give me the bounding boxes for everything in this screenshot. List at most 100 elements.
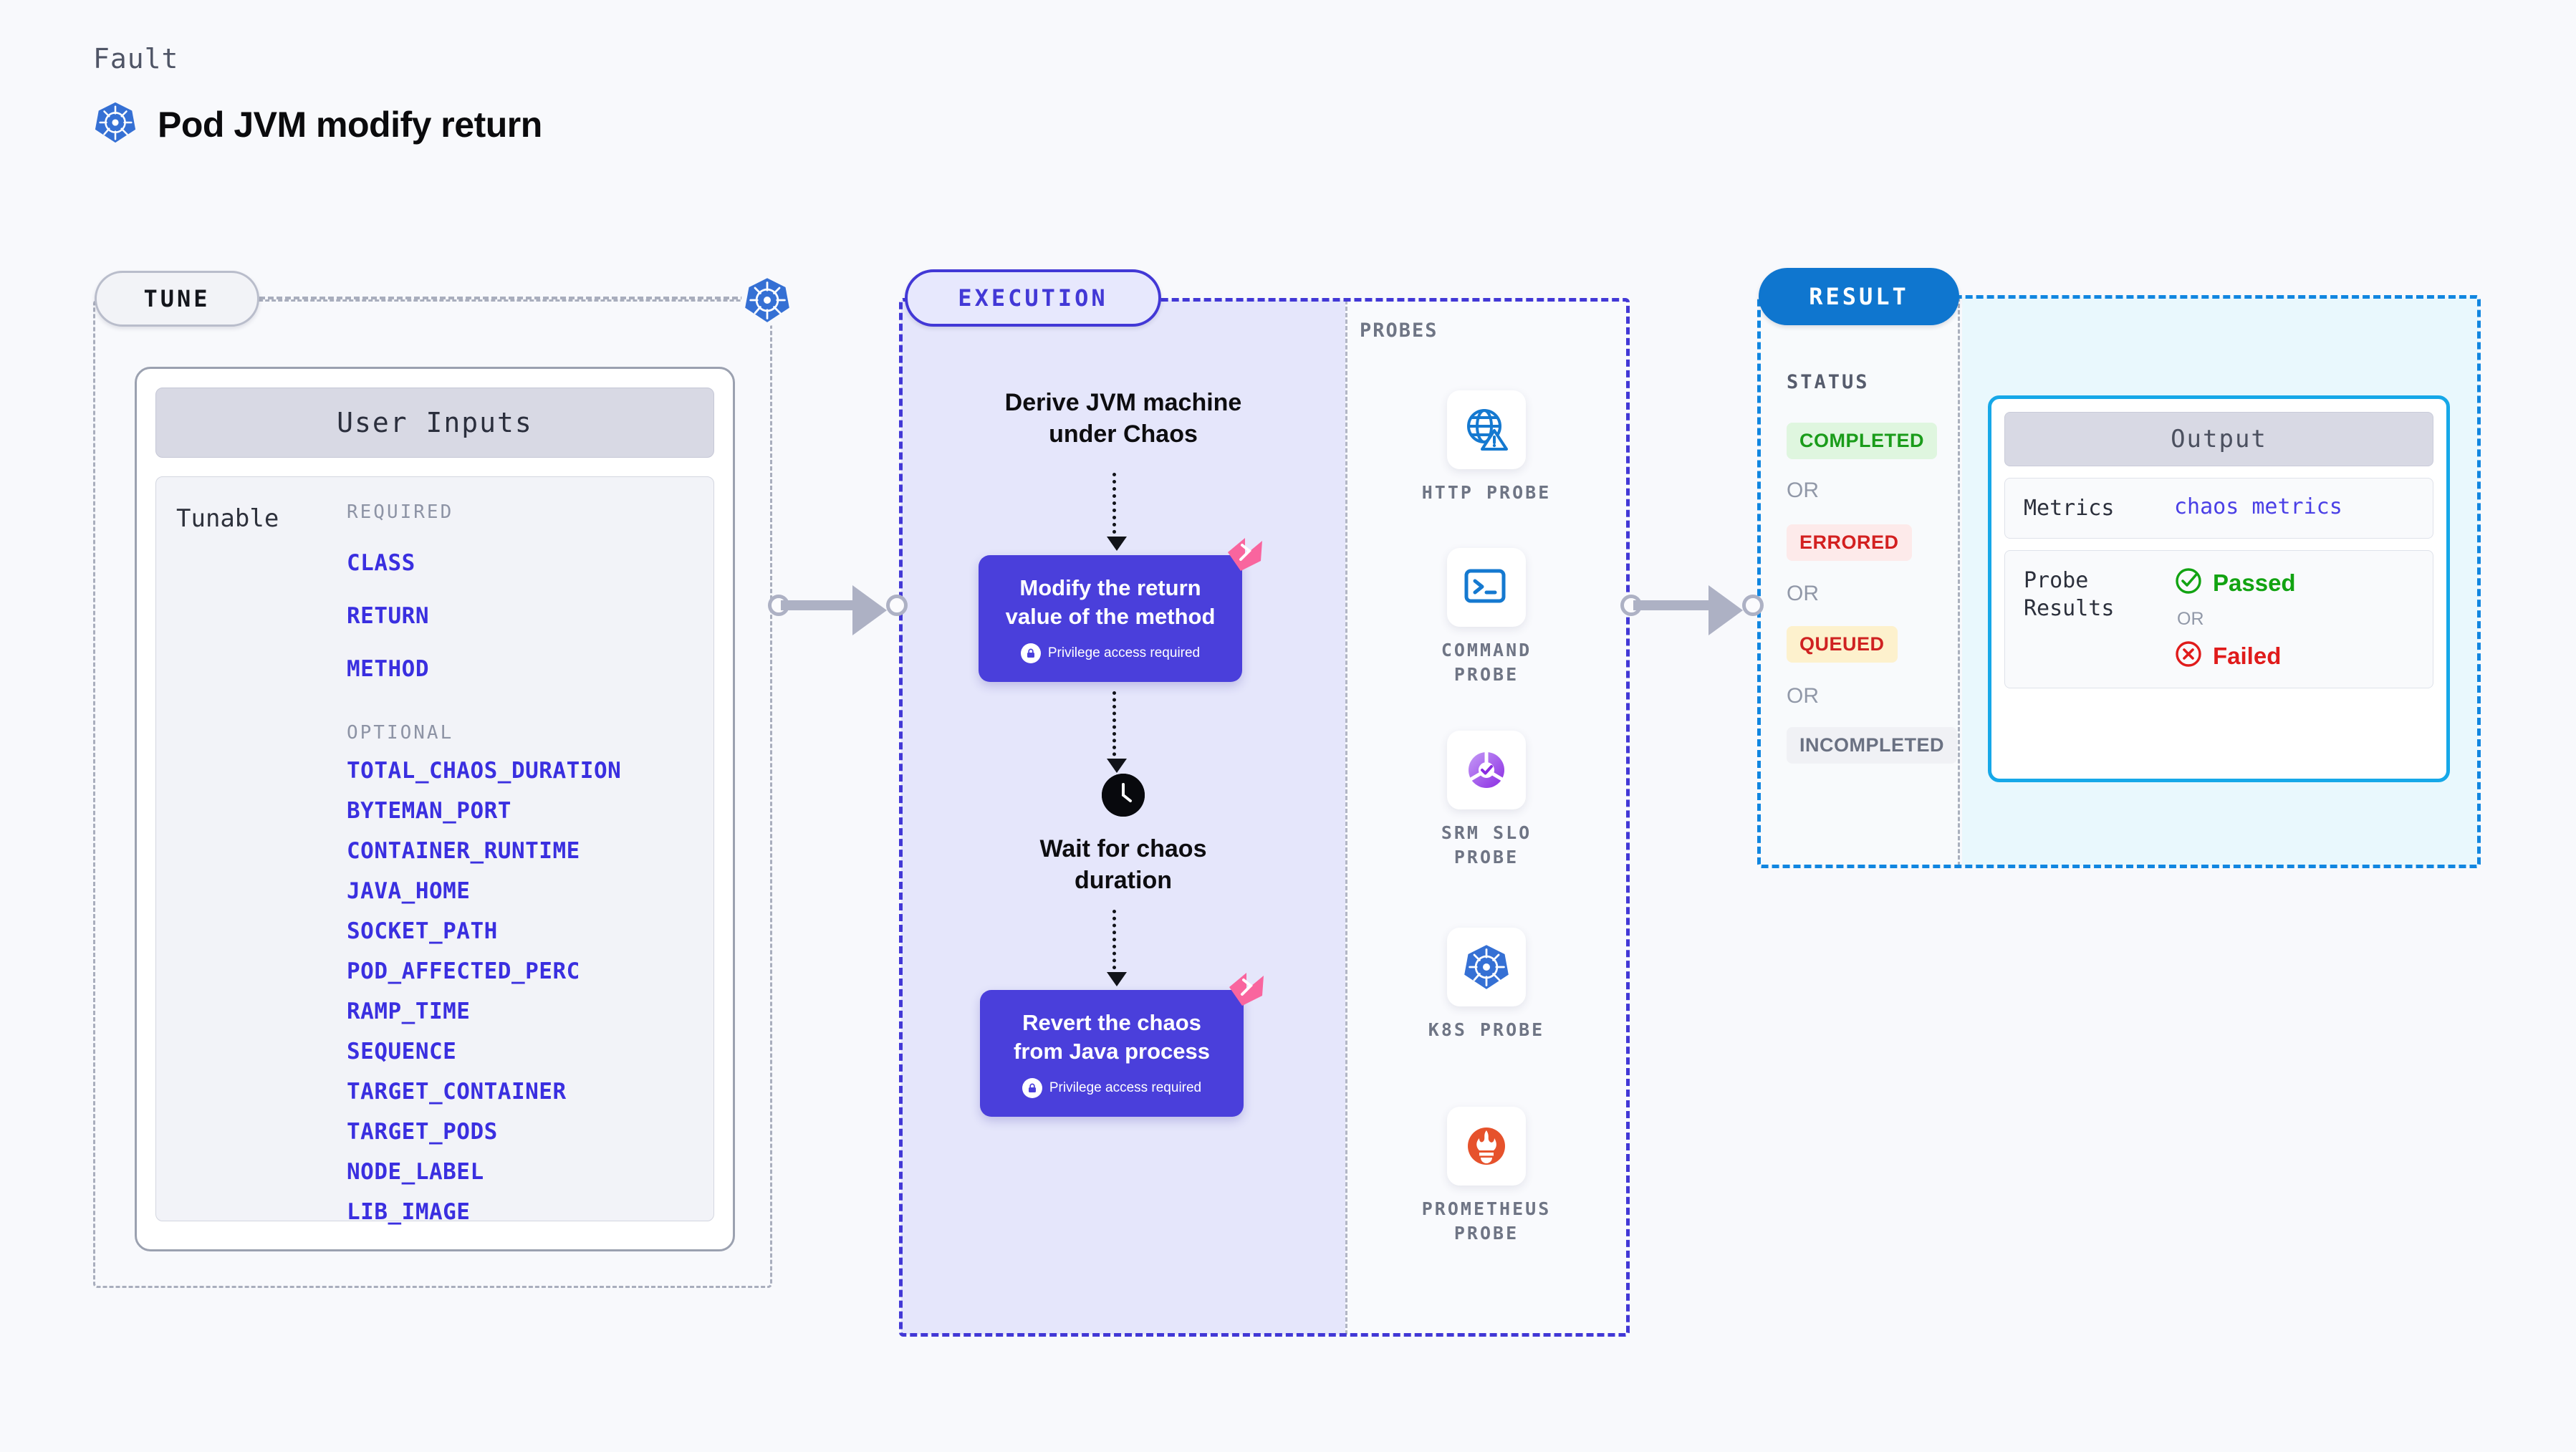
globe-warning-icon: [1447, 390, 1526, 469]
user-inputs-card: User Inputs Tunable REQUIRED CLASS RETUR…: [135, 367, 735, 1251]
probe-result-failed: Failed: [2174, 640, 2296, 672]
connector-execution-to-result: [1620, 580, 1764, 635]
result-panel: [1757, 295, 2481, 868]
probe-k8s[interactable]: K8S PROBE: [1345, 928, 1628, 1042]
status-or-3: OR: [1787, 684, 1819, 708]
probe-result-passed-label: Passed: [2213, 569, 2296, 596]
execution-card-modify-return[interactable]: Modify the return value of the method Pr…: [979, 538, 1262, 683]
probe-result-or: OR: [2177, 609, 2204, 629]
execution-card2-title: Revert the chaos from Java process: [1014, 1010, 1210, 1064]
output-metrics-value[interactable]: chaos metrics: [2174, 494, 2342, 519]
ribbon-flag-icon: [1224, 537, 1264, 577]
probe-result-passed: Passed: [2174, 567, 2296, 599]
param-byteman-port[interactable]: BYTEMAN_PORT: [347, 798, 511, 824]
param-ramp-time[interactable]: RAMP_TIME: [347, 999, 471, 1024]
status-or-1: OR: [1787, 479, 1819, 502]
probe-prometheus-label: PROMETHEUS PROBE: [1421, 1198, 1552, 1244]
probes-label: PROBES: [1360, 319, 1438, 342]
output-metrics-key: Metrics: [2024, 496, 2115, 521]
probe-command-label: COMMAND PROBE: [1441, 640, 1532, 685]
tunable-section: Tunable REQUIRED CLASS RETURN METHOD OPT…: [155, 476, 714, 1225]
output-probe-results-values: Passed OR Failed: [2174, 567, 2296, 672]
check-circle-icon: [2174, 567, 2203, 599]
arrow-wait-to-revert: [1107, 910, 1127, 986]
arrow-modify-to-wait: [1107, 691, 1127, 773]
probe-prometheus[interactable]: PROMETHEUS PROBE: [1345, 1107, 1628, 1246]
privilege-note-2: Privilege access required: [1022, 1078, 1202, 1099]
slo-donut-check-icon: [1447, 731, 1526, 809]
x-circle-icon: [2174, 640, 2203, 672]
param-lib-image[interactable]: LIB_IMAGE: [347, 1199, 471, 1225]
fault-kind-label: Fault: [93, 43, 179, 74]
kubernetes-icon: [1447, 928, 1526, 1006]
result-pill-label: RESULT: [1759, 268, 1959, 325]
tune-panel: [93, 299, 772, 1288]
page-title: Pod JVM modify return: [158, 104, 542, 145]
kubernetes-icon: [741, 274, 793, 326]
param-class[interactable]: CLASS: [347, 550, 415, 576]
probe-http[interactable]: HTTP PROBE: [1345, 390, 1628, 505]
output-header-label: Output: [2171, 425, 2267, 453]
output-metrics-row: Metrics chaos metrics: [2004, 478, 2433, 539]
output-card: Output Metrics chaos metrics Probe Resul…: [1988, 395, 2450, 782]
probe-srm-slo[interactable]: SRM SLO PROBE: [1345, 731, 1628, 870]
probe-command[interactable]: COMMAND PROBE: [1345, 548, 1628, 687]
execution-pill-label: EXECUTION: [905, 269, 1161, 327]
connector-tune-to-execution: [768, 580, 908, 635]
lock-icon: [1020, 643, 1041, 664]
result-status-column: [1759, 297, 1960, 866]
output-header: Output: [2004, 412, 2433, 466]
user-inputs-header-label: User Inputs: [337, 407, 533, 438]
tune-dashed-connector: [259, 297, 746, 299]
tunable-row-label: Tunable: [176, 504, 279, 533]
fault-title-row: Pod JVM modify return: [93, 100, 542, 148]
param-target-pods[interactable]: TARGET_PODS: [347, 1119, 498, 1145]
param-method[interactable]: METHOD: [347, 656, 429, 682]
execution-card-revert-chaos[interactable]: Revert the chaos from Java process Privi…: [980, 973, 1264, 1117]
required-group-heading: REQUIRED: [347, 501, 454, 523]
status-badge-completed: COMPLETED: [1787, 423, 1938, 459]
kubernetes-icon: [93, 100, 138, 148]
status-badge-queued: QUEUED: [1787, 626, 1898, 663]
execution-step-derive-jvm: Derive JVM machine under Chaos: [1004, 389, 1242, 448]
tunable-param-list: REQUIRED CLASS RETURN METHOD OPTIONAL TO…: [342, 501, 706, 1225]
status-label: STATUS: [1787, 371, 1870, 393]
param-java-home[interactable]: JAVA_HOME: [347, 878, 471, 904]
lock-icon: [1022, 1078, 1042, 1099]
tune-pill-label: TUNE: [95, 271, 259, 327]
probe-k8s-label: K8S PROBE: [1428, 1019, 1545, 1040]
param-total-chaos-duration[interactable]: TOTAL_CHAOS_DURATION: [347, 758, 622, 784]
privilege-note-2-text: Privilege access required: [1049, 1080, 1202, 1096]
execution-background: [901, 300, 1345, 1335]
param-sequence[interactable]: SEQUENCE: [347, 1039, 457, 1064]
probe-srm-slo-label: SRM SLO PROBE: [1441, 822, 1532, 867]
output-probe-results-row: Probe Results Passed OR: [2004, 550, 2433, 688]
status-or-2: OR: [1787, 582, 1819, 605]
param-target-container[interactable]: TARGET_CONTAINER: [347, 1079, 567, 1105]
param-pod-affected-perc[interactable]: POD_AFFECTED_PERC: [347, 958, 580, 984]
execution-panel: [899, 298, 1630, 1337]
status-badge-incompleted: INCOMPLETED: [1787, 727, 1958, 764]
ribbon-flag-icon: [1225, 971, 1265, 1012]
optional-param-list: TOTAL_CHAOS_DURATION BYTEMAN_PORT CONTAI…: [347, 758, 706, 1225]
terminal-icon: [1447, 548, 1526, 627]
probe-result-failed-label: Failed: [2213, 642, 2282, 669]
param-return[interactable]: RETURN: [347, 603, 429, 629]
required-param-list: CLASS RETURN METHOD: [347, 550, 706, 682]
privilege-note-1-text: Privilege access required: [1047, 645, 1201, 661]
param-node-label[interactable]: NODE_LABEL: [347, 1159, 484, 1185]
arrow-derive-to-modify: [1107, 473, 1127, 551]
page-header: Fault Pod JVM modify return: [93, 43, 542, 148]
output-probe-results-key: Probe Results: [2024, 568, 2115, 621]
param-container-runtime[interactable]: CONTAINER_RUNTIME: [347, 838, 580, 864]
prometheus-flame-icon: [1447, 1107, 1526, 1186]
execution-card1-title: Modify the return value of the method: [1005, 575, 1216, 629]
clock-icon: [1102, 774, 1145, 817]
privilege-note-1: Privilege access required: [1020, 643, 1201, 664]
probe-http-label: HTTP PROBE: [1421, 482, 1552, 503]
optional-group-heading: OPTIONAL: [347, 722, 454, 744]
param-socket-path[interactable]: SOCKET_PATH: [347, 918, 498, 944]
status-badge-errored: ERRORED: [1787, 524, 1912, 561]
execution-step-wait-duration: Wait for chaos duration: [1039, 835, 1207, 895]
user-inputs-header: User Inputs: [155, 388, 714, 458]
